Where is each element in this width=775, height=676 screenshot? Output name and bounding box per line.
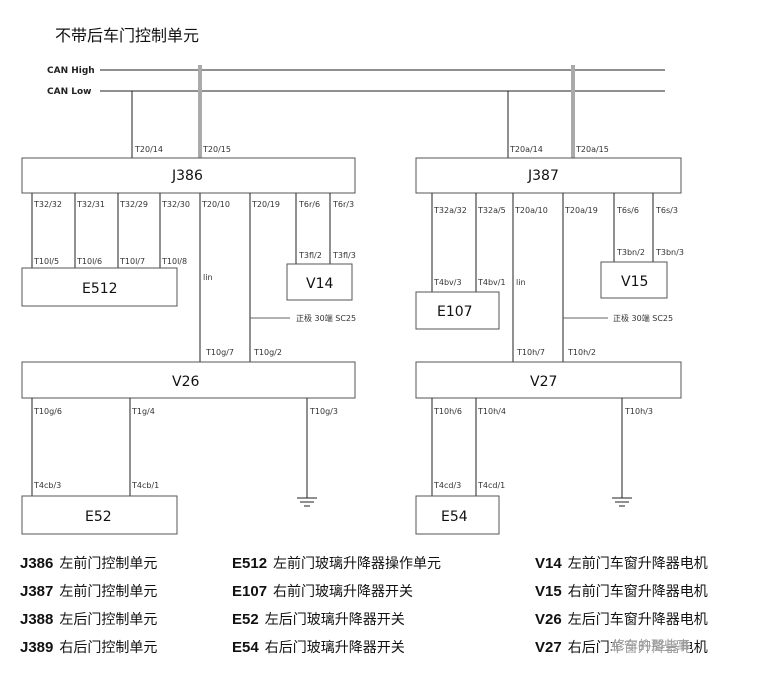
pin-label: T32a/32 bbox=[433, 206, 467, 215]
pin-label: T20a/15 bbox=[575, 145, 609, 154]
module-v15-label: V15 bbox=[621, 274, 648, 290]
pin-label: T10l/8 bbox=[161, 257, 187, 266]
pin-label: T20/19 bbox=[251, 200, 280, 209]
module-v14 bbox=[286, 263, 353, 301]
module-j386 bbox=[21, 157, 356, 194]
diagram-title: 不带后车门控制单元 bbox=[55, 26, 200, 45]
module-v27 bbox=[415, 361, 682, 399]
pin-label: T10l/7 bbox=[119, 257, 145, 266]
pin-label: T20/10 bbox=[201, 200, 230, 209]
pin-label: T32/31 bbox=[76, 200, 105, 209]
can-high-label: CAN High bbox=[47, 66, 95, 76]
module-v14-label: V14 bbox=[306, 276, 333, 292]
pin-label: T10h/4 bbox=[477, 407, 506, 416]
module-e52 bbox=[21, 495, 178, 535]
module-v27-label: V27 bbox=[530, 374, 557, 390]
pin-label: T4bv/1 bbox=[477, 278, 506, 287]
pin-label: T20a/10 bbox=[514, 206, 548, 215]
module-j387 bbox=[415, 157, 682, 194]
module-v26 bbox=[21, 361, 356, 399]
module-e512 bbox=[21, 267, 178, 307]
can-low-label: CAN Low bbox=[47, 87, 91, 97]
module-e54 bbox=[415, 495, 500, 535]
power-label-left: 正极 30端 SC25 bbox=[296, 313, 356, 323]
ground-symbol-right bbox=[612, 497, 632, 507]
pin-label: T6r/3 bbox=[332, 200, 354, 209]
pin-label: T32/32 bbox=[33, 200, 62, 209]
pin-label: T10l/6 bbox=[76, 257, 102, 266]
pin-label: T10g/3 bbox=[309, 407, 338, 416]
pin-label: T10h/6 bbox=[433, 407, 462, 416]
module-e52-label: E52 bbox=[85, 509, 112, 525]
pin-label: T4bv/3 bbox=[433, 278, 462, 287]
power-label-right: 正极 30端 SC25 bbox=[613, 313, 673, 323]
pin-label: T10g/7 bbox=[205, 348, 234, 357]
pin-label: T4cd/3 bbox=[433, 481, 461, 490]
pin-label: T20a/14 bbox=[509, 145, 543, 154]
pin-label: T20a/19 bbox=[564, 206, 598, 215]
module-e107 bbox=[415, 291, 500, 330]
lin-label-right: lin bbox=[516, 278, 526, 287]
module-j387-label: J387 bbox=[527, 168, 559, 184]
pin-label: T1g/4 bbox=[131, 407, 155, 416]
pin-label: T32/29 bbox=[119, 200, 148, 209]
module-v15 bbox=[600, 261, 668, 299]
pin-label: T3fl/2 bbox=[298, 251, 322, 260]
pin-label: T20/14 bbox=[134, 145, 163, 154]
module-e107-label: E107 bbox=[437, 304, 473, 320]
pin-label: T4cb/1 bbox=[131, 481, 159, 490]
pin-label: T20/15 bbox=[202, 145, 231, 154]
pin-label: T32a/5 bbox=[477, 206, 506, 215]
pin-label: T10g/6 bbox=[33, 407, 62, 416]
pin-label: T10h/7 bbox=[516, 348, 545, 357]
pin-label: T10h/3 bbox=[624, 407, 653, 416]
pin-label: T4cd/1 bbox=[477, 481, 505, 490]
ground-symbol-left bbox=[297, 497, 317, 507]
pin-label: T3fl/3 bbox=[332, 251, 356, 260]
pin-label: T3bn/3 bbox=[655, 248, 684, 257]
pin-label: T6r/6 bbox=[298, 200, 320, 209]
pin-label: T6s/6 bbox=[616, 206, 639, 215]
pin-label: T4cb/3 bbox=[33, 481, 61, 490]
module-j386-label: J386 bbox=[171, 168, 203, 184]
watermark: 修车的那些事 bbox=[612, 635, 691, 654]
pin-label: T10g/2 bbox=[253, 348, 282, 357]
module-v26-label: V26 bbox=[172, 374, 199, 390]
pin-label: T10h/2 bbox=[567, 348, 596, 357]
pin-label: T6s/3 bbox=[655, 206, 678, 215]
module-e512-label: E512 bbox=[82, 281, 118, 297]
module-e54-label: E54 bbox=[441, 509, 468, 525]
pin-label: T3bn/2 bbox=[616, 248, 645, 257]
pin-label: T10l/5 bbox=[33, 257, 59, 266]
wiring-diagram: CAN High CAN Low T20/14 T20/15 T20a/14 T… bbox=[21, 65, 684, 535]
lin-label-left: lin bbox=[203, 273, 213, 282]
pin-label: T32/30 bbox=[161, 200, 190, 209]
